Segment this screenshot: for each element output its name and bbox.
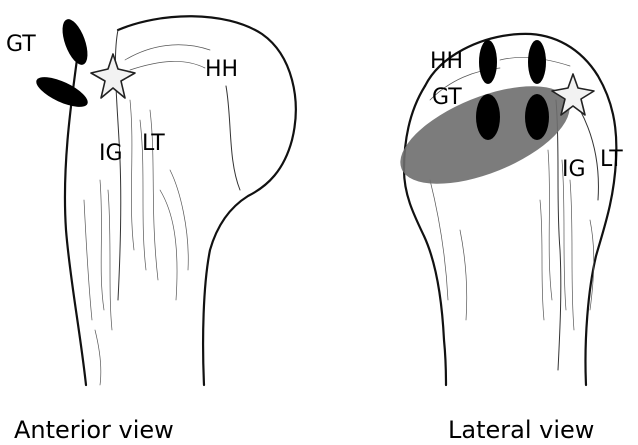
lateral-label-gt: GT bbox=[432, 85, 462, 110]
lateral-groove-line bbox=[556, 100, 561, 370]
anterior-label-hh: HH bbox=[205, 57, 238, 82]
anterior-label-gt: GT bbox=[6, 32, 36, 57]
lateral-label-lt: LT bbox=[600, 147, 623, 172]
lateral-label-hh: HH bbox=[430, 49, 463, 74]
anterior-star-icon bbox=[91, 54, 135, 98]
lateral-view-figure: HH GT IG LT Lateral view bbox=[387, 34, 623, 444]
anterior-marker-lower bbox=[32, 71, 91, 113]
lateral-marker-top-left bbox=[479, 40, 497, 84]
lateral-caption: Lateral view bbox=[448, 416, 594, 444]
lateral-inner-line bbox=[580, 110, 598, 200]
lateral-marker-top-right bbox=[528, 40, 546, 84]
anterior-label-ig: IG bbox=[99, 141, 123, 166]
anterior-label-lt: LT bbox=[142, 131, 165, 156]
lateral-marker-bottom-right bbox=[525, 94, 549, 140]
lateral-label-ig: IG bbox=[562, 157, 586, 182]
anterior-marker-upper bbox=[57, 16, 92, 68]
anterior-view-figure: GT HH IG LT Anterior view bbox=[6, 16, 296, 444]
anterior-caption: Anterior view bbox=[14, 416, 174, 444]
anterior-neck-line bbox=[226, 86, 240, 190]
lateral-marker-bottom-left bbox=[476, 94, 500, 140]
